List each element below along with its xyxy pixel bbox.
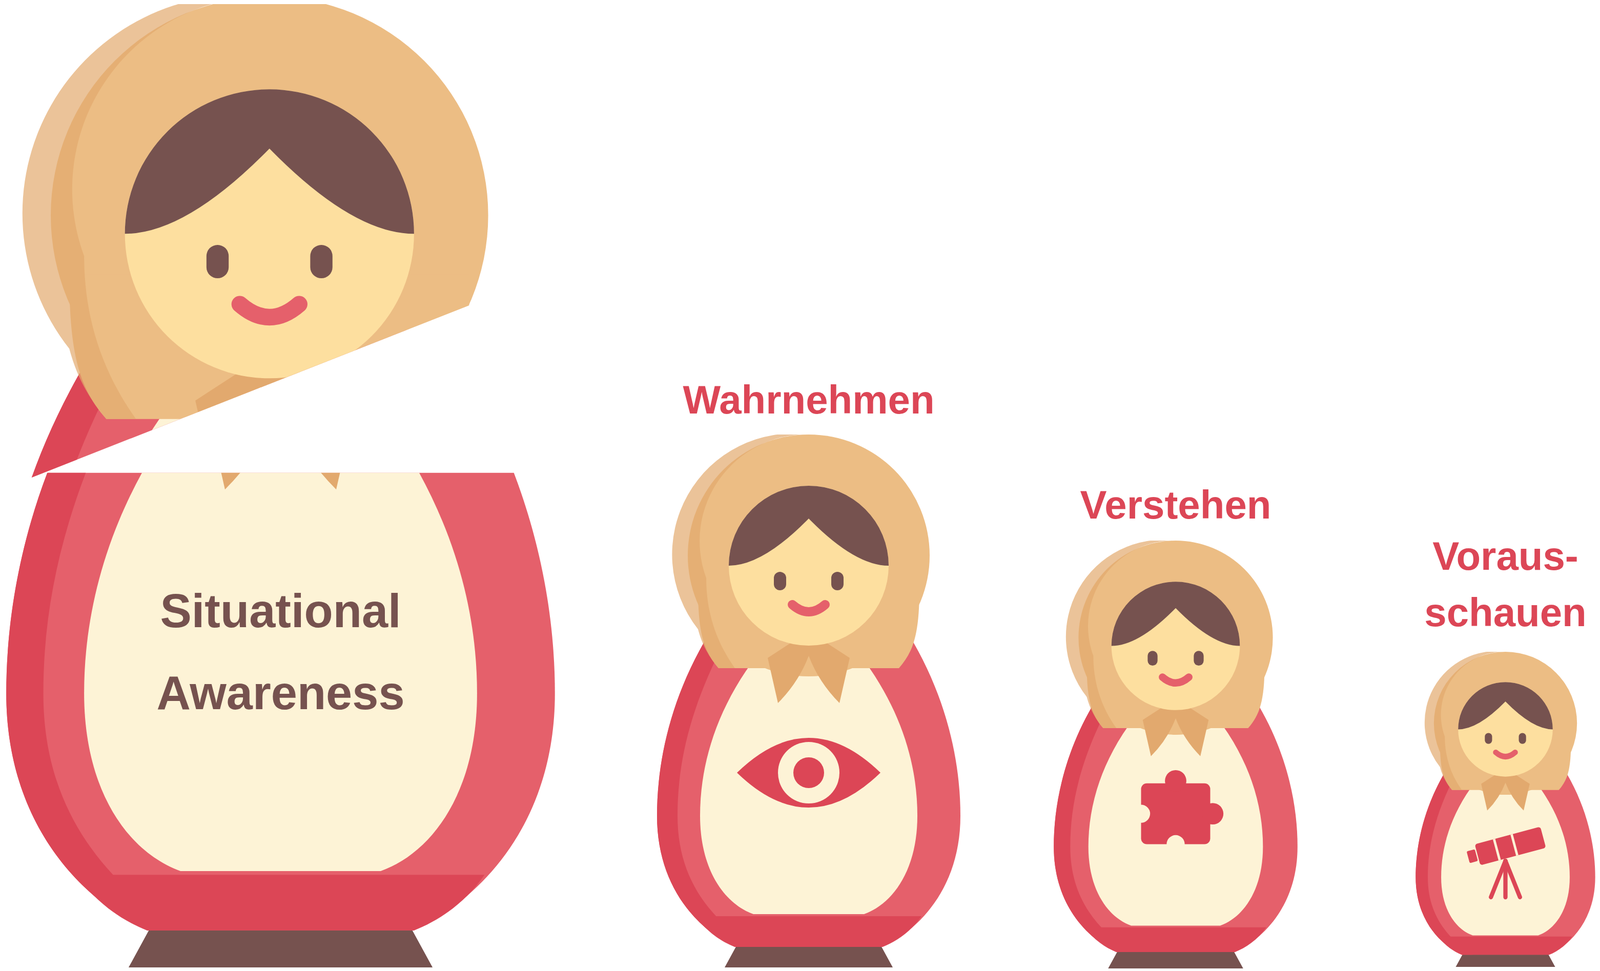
eye-icon-pupil <box>793 757 825 789</box>
doll-mouth <box>1162 677 1189 684</box>
puzzle-notch <box>1166 835 1185 854</box>
doll-mouth <box>239 304 300 318</box>
doll-face <box>1458 682 1553 777</box>
puzzle-icon <box>1141 783 1211 845</box>
doll-base <box>1108 950 1243 969</box>
doll-node: Voraus- schauen <box>1414 527 1597 968</box>
doll-belly <box>84 473 478 872</box>
telescope-ring <box>1511 834 1518 856</box>
doll-eye <box>1519 732 1527 744</box>
eye-icon <box>736 737 881 808</box>
doll-hair <box>1111 581 1241 646</box>
doll-base <box>724 945 893 968</box>
doll-face <box>728 485 889 646</box>
doll-hair <box>125 89 415 234</box>
doll-label: Wahrnehmen <box>654 376 963 423</box>
doll-belly <box>700 654 918 915</box>
doll-eye <box>831 571 844 591</box>
doll-face <box>1111 581 1241 711</box>
doll-base <box>117 919 422 961</box>
doll-outline <box>654 434 963 968</box>
doll-lower-half <box>6 473 556 968</box>
doll-hair <box>1458 682 1553 730</box>
telescope-eyepiece <box>1466 849 1479 864</box>
doll-belly <box>1088 717 1264 926</box>
doll-body <box>2 330 544 923</box>
doll-body-band <box>65 867 474 923</box>
telescope-leg <box>1490 860 1506 898</box>
puzzle-knob <box>1201 803 1224 825</box>
doll-base <box>1455 953 1555 968</box>
eye-icon-iris <box>777 742 840 804</box>
telescope-ring <box>1493 839 1500 861</box>
doll-face <box>125 89 415 379</box>
doll-upper-half <box>2 4 544 961</box>
telescope-leg <box>1505 860 1521 898</box>
doll-belly <box>1441 782 1570 936</box>
doll-hair <box>728 485 889 566</box>
doll-mouth <box>792 604 826 612</box>
puzzle-knob <box>1164 770 1187 792</box>
puzzle-notch <box>1132 804 1151 823</box>
doll-mouth <box>1495 752 1516 757</box>
doll-label: Voraus- schauen <box>1414 527 1597 641</box>
doll-body-band <box>1084 927 1266 953</box>
doll-title: Situational Awareness <box>89 569 472 734</box>
doll-label: Verstehen <box>1052 481 1300 528</box>
doll-eye <box>1193 650 1204 666</box>
doll-eye <box>773 571 787 591</box>
doll-outline <box>1414 651 1597 968</box>
doll-eye <box>1484 732 1492 744</box>
doll-body-band <box>695 916 922 948</box>
doll-body <box>6 473 556 931</box>
doll-outline <box>2 4 559 968</box>
doll-node: Verstehen <box>1052 481 1300 969</box>
doll-eye <box>310 244 333 279</box>
doll-node: Wahrnehmen <box>654 376 963 968</box>
doll-body-band <box>76 874 485 931</box>
doll-scarf <box>206 473 355 490</box>
doll-eye <box>1147 650 1158 666</box>
telescope-tube <box>1474 826 1547 866</box>
doll-body-band <box>1438 936 1572 955</box>
doll-eye <box>206 244 229 279</box>
doll-outline <box>1052 540 1300 969</box>
doll-hood <box>50 4 489 435</box>
doll-node: Situational Awareness <box>2 4 559 968</box>
doll-base <box>128 926 433 968</box>
